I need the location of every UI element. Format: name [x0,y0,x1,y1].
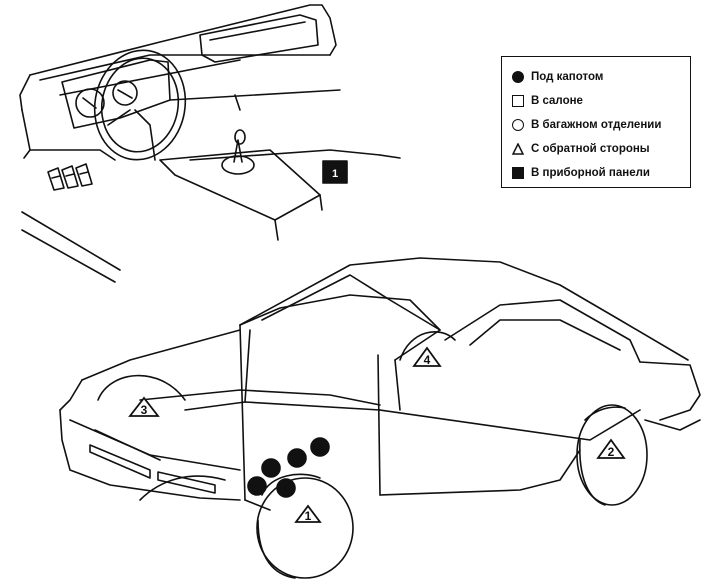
legend-label: В багажном отделении [531,119,662,131]
legend-item-back-side: С обратной стороны [512,137,690,161]
front-wheel [256,473,354,579]
legend-item-under-hood: Под капотом [512,65,690,89]
empty-square-icon [512,95,524,107]
empty-circle-icon [512,119,524,131]
filled-circle-icon [512,71,524,83]
dashboard-illustration [19,4,401,283]
svg-text:1: 1 [305,509,312,523]
svg-text:4: 4 [424,353,431,367]
underhood-markers [247,437,330,498]
legend-label: В приборной панели [531,167,650,179]
triangle-marker-2: 2 [596,438,626,459]
legend-item-instrument-panel: В приборной панели [512,161,690,185]
legend-item-cabin: В салоне [512,89,690,113]
rear-wheel [576,404,648,506]
legend-label: С обратной стороны [531,143,650,155]
legend-label: В салоне [531,95,583,107]
location-marker-dashboard [322,160,348,184]
triangle-marker-1: 1 [294,504,322,523]
svg-text:3: 3 [141,403,148,417]
car-body-illustration [59,257,701,511]
triangle-marker-4: 4 [412,346,442,367]
svg-text:2: 2 [608,445,615,459]
dashboard-marker-label: 1 [332,168,338,180]
triangle-marker-3: 3 [128,396,160,417]
empty-triangle-icon [512,143,524,155]
legend-box: Под капотом В салоне В багажном отделени… [501,56,691,188]
legend-item-trunk: В багажном отделении [512,113,690,137]
filled-square-icon [512,167,524,179]
legend-label: Под капотом [531,71,604,83]
